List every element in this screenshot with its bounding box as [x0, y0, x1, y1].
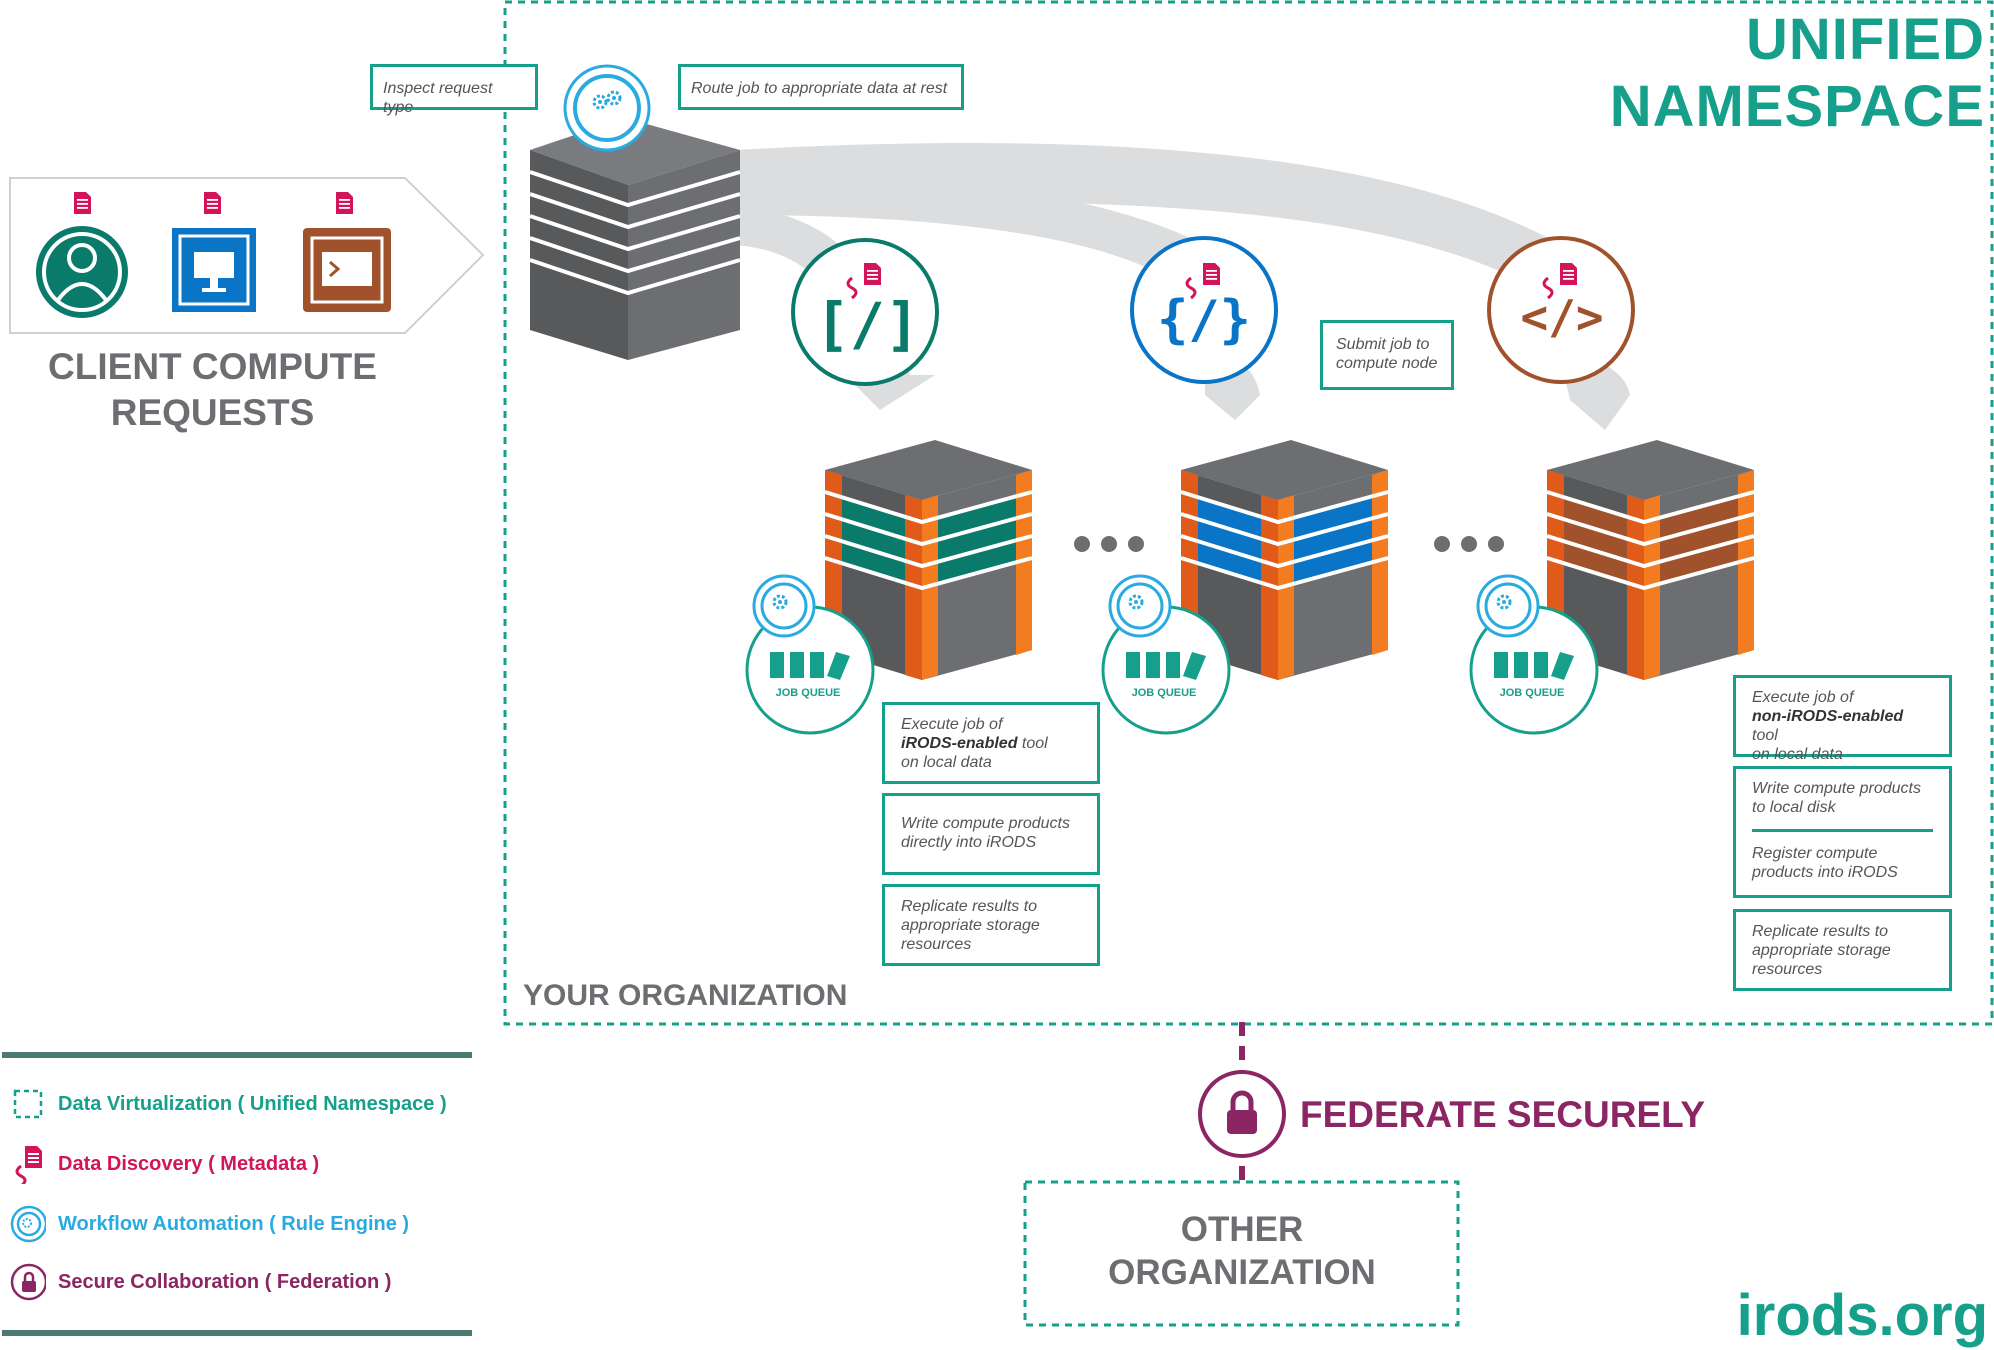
node3-execute-line2: non-iRODS-enabled tool	[1752, 707, 1933, 745]
node1-replicate-line1: Replicate results to	[901, 898, 1038, 915]
node3-execute-line1: Execute job of	[1752, 689, 1854, 706]
callout-route-text: Route job to appropriate data at rest	[691, 80, 948, 97]
legend-workflow-automation: Workflow Automation ( Rule Engine )	[10, 1205, 410, 1243]
callout-inspect-text: Inspect request type	[383, 80, 493, 116]
node1-replicate-line3: resources	[901, 936, 972, 953]
node3-execute-bold: non-iRODS-enabled	[1752, 708, 1904, 725]
other-organization-border	[1023, 1180, 1460, 1327]
your-organization-label: YOUR ORGANIZATION	[523, 979, 848, 1012]
tool-circle-enabled	[791, 238, 939, 386]
node3-register-line1: Register compute	[1752, 845, 1878, 862]
callout-node3-execute: Execute job of non-iRODS-enabled tool on…	[1733, 675, 1952, 763]
node3-write-line2: to local disk	[1752, 799, 1836, 816]
node1-write-line2: directly into iRODS	[901, 834, 1037, 851]
compute-server-blue	[1180, 440, 1389, 680]
compute-server-brown	[1546, 440, 1755, 680]
lock-icon	[10, 1263, 46, 1301]
legend-label-workflow: Workflow Automation ( Rule Engine )	[58, 1212, 410, 1235]
node1-execute-line1: Execute job of	[901, 716, 1003, 733]
tool-symbol-json: {/}	[1157, 290, 1251, 350]
node3-execute-tool: tool	[1752, 727, 1778, 744]
main-rule-engine-icon	[563, 64, 651, 152]
callout-node3-replicate: Replicate results to appropriate storage…	[1733, 909, 1952, 991]
callout-route: Route job to appropriate data at rest	[678, 64, 964, 110]
tool-symbol-code: </>	[1520, 290, 1604, 344]
legend-label-discovery: Data Discovery ( Metadata )	[58, 1152, 320, 1175]
ellipsis-1	[1074, 536, 1144, 552]
tool-circle-json	[1130, 236, 1278, 384]
federation-lock-icon	[1198, 1070, 1286, 1158]
job-queue-1	[745, 574, 875, 735]
other-org-line2: ORGANIZATION	[1108, 1253, 1376, 1292]
client-heading-line2: REQUESTS	[110, 392, 315, 433]
client-heading-line1: CLIENT COMPUTE	[48, 346, 377, 387]
federate-label: FEDERATE SECURELY	[1300, 1094, 1706, 1135]
main-server	[529, 118, 741, 360]
client-heading: CLIENT COMPUTE REQUESTS	[20, 344, 405, 436]
other-org-line1: OTHER	[1180, 1210, 1304, 1249]
tool-symbol-enabled: [/]	[815, 290, 920, 358]
node1-write-line1: Write compute products	[901, 815, 1070, 832]
node1-execute-tool: tool	[1021, 735, 1048, 752]
node3-separator	[1752, 829, 1933, 832]
client-user-icon	[36, 192, 128, 318]
legend-label-collaboration: Secure Collaboration ( Federation )	[58, 1270, 392, 1293]
unified-namespace-border	[503, 0, 1994, 1026]
node1-execute-line2: iRODS-enabled tool	[901, 734, 1081, 753]
job-queue-label-3: JOB QUEUE	[1499, 687, 1565, 699]
callout-node1-replicate: Replicate results to appropriate storage…	[882, 884, 1100, 966]
callout-node1-execute: Execute job of iRODS-enabled tool on loc…	[882, 702, 1100, 784]
callout-submit: Submit job to compute node	[1320, 320, 1454, 390]
node3-replicate-line2: appropriate storage	[1752, 942, 1891, 959]
callout-node3-write-register: Write compute products to local disk Reg…	[1733, 766, 1952, 898]
callout-inspect: Inspect request type	[370, 64, 538, 116]
node3-execute-line3: on local data	[1752, 746, 1843, 763]
page-title: UNIFIED NAMESPACE	[1609, 7, 1985, 139]
rule-engine-icon	[10, 1205, 46, 1243]
client-desktop-icon	[172, 192, 256, 312]
node3-replicate-line3: resources	[1752, 961, 1823, 978]
callout-submit-line1: Submit job to	[1336, 336, 1430, 353]
client-terminal-icon	[303, 192, 391, 312]
legend-divider-bottom	[2, 1330, 472, 1336]
job-queue-label-1: JOB QUEUE	[775, 687, 841, 699]
callout-submit-line2: compute node	[1336, 355, 1438, 372]
legend-data-discovery: Data Discovery ( Metadata )	[10, 1146, 320, 1184]
other-organization-label: OTHER ORGANIZATION	[1028, 1208, 1456, 1294]
job-queue-label-2: JOB QUEUE	[1131, 687, 1197, 699]
legend-label-virtualization: Data Virtualization ( Unified Namespace …	[58, 1092, 447, 1115]
job-queue-3	[1469, 574, 1599, 735]
metadata-icon	[10, 1146, 46, 1184]
callout-node1-write: Write compute products directly into iRO…	[882, 793, 1100, 875]
legend-secure-collaboration: Secure Collaboration ( Federation )	[10, 1263, 392, 1301]
dashed-square-icon	[10, 1086, 46, 1122]
node3-write-line1: Write compute products	[1752, 780, 1921, 797]
node1-execute-bold: iRODS-enabled	[901, 735, 1018, 752]
brand-link[interactable]: irods.org	[1736, 1283, 1988, 1348]
legend-divider-top	[2, 1052, 472, 1058]
node1-replicate-line2: appropriate storage	[901, 917, 1040, 934]
node1-execute-line3: on local data	[901, 754, 992, 771]
legend-data-virtualization: Data Virtualization ( Unified Namespace …	[10, 1086, 447, 1122]
ellipsis-2	[1434, 536, 1504, 552]
node3-replicate-line1: Replicate results to	[1752, 923, 1889, 940]
tool-circle-code	[1487, 236, 1635, 384]
job-queue-2	[1101, 574, 1231, 735]
node3-register-line2: products into iRODS	[1752, 864, 1898, 881]
